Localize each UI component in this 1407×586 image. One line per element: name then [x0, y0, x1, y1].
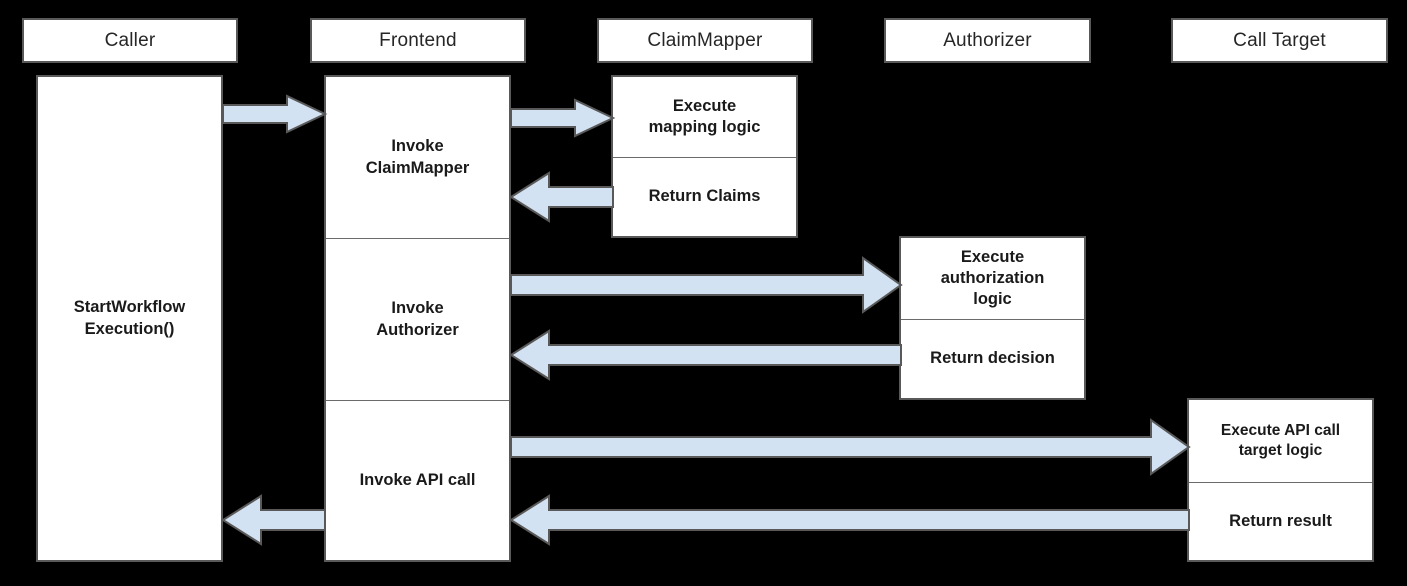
participant-header-calltarget: Call Target [1171, 18, 1388, 63]
message-arrow-caller-to-frontend [222, 94, 328, 134]
participant-header-claimmapper: ClaimMapper [597, 18, 813, 63]
participant-header-frontend: Frontend [310, 18, 526, 63]
lifeline-segment-invoke-api-call: Invoke API call [326, 400, 509, 560]
participant-header-caller: Caller [22, 18, 238, 63]
lifeline-segment-execute-mapping-logic: Execute mapping logic [648, 96, 761, 136]
lifeline-claimmapper: Execute mapping logic Return Claims [611, 75, 798, 238]
participant-label: Call Target [1233, 29, 1326, 51]
participant-header-authorizer: Authorizer [884, 18, 1091, 63]
lifeline-segment-return-result: Return result [1189, 482, 1372, 560]
lifeline-segment-return-claims: Return Claims [613, 157, 796, 236]
message-arrow-frontend-to-calltarget [510, 418, 1191, 476]
message-arrow-frontend-to-claimmapper [510, 98, 616, 138]
message-arrow-claimmapper-to-frontend [509, 171, 614, 223]
message-arrow-frontend-to-authorizer [510, 256, 903, 314]
lifeline-caller: StartWorkflow Execution() [36, 75, 223, 562]
participant-label: Caller [104, 29, 156, 51]
lifeline-segment-invoke-claimmapper: Invoke ClaimMapper [365, 137, 470, 177]
participant-label: Frontend [379, 29, 457, 51]
participant-label: Authorizer [943, 29, 1032, 51]
lifeline-calltarget: Execute API call target logic Return res… [1187, 398, 1374, 562]
lifeline-segment-start-workflow: StartWorkflow Execution() [73, 298, 186, 338]
participant-label: ClaimMapper [647, 29, 763, 51]
message-arrow-authorizer-to-frontend [509, 329, 902, 381]
lifeline-segment-execute-api-call-target-logic: Execute API call target logic [1220, 422, 1341, 459]
lifeline-authorizer: Execute authorization logic Return decis… [899, 236, 1086, 400]
lifeline-frontend: Invoke ClaimMapper Invoke Authorizer Inv… [324, 75, 511, 562]
message-arrow-frontend-to-caller [221, 494, 326, 546]
lifeline-segment-invoke-authorizer: Invoke Authorizer [326, 238, 509, 400]
message-arrow-calltarget-to-frontend [509, 494, 1190, 546]
lifeline-segment-return-decision: Return decision [901, 319, 1084, 398]
lifeline-segment-execute-authorization-logic: Execute authorization logic [940, 247, 1045, 309]
